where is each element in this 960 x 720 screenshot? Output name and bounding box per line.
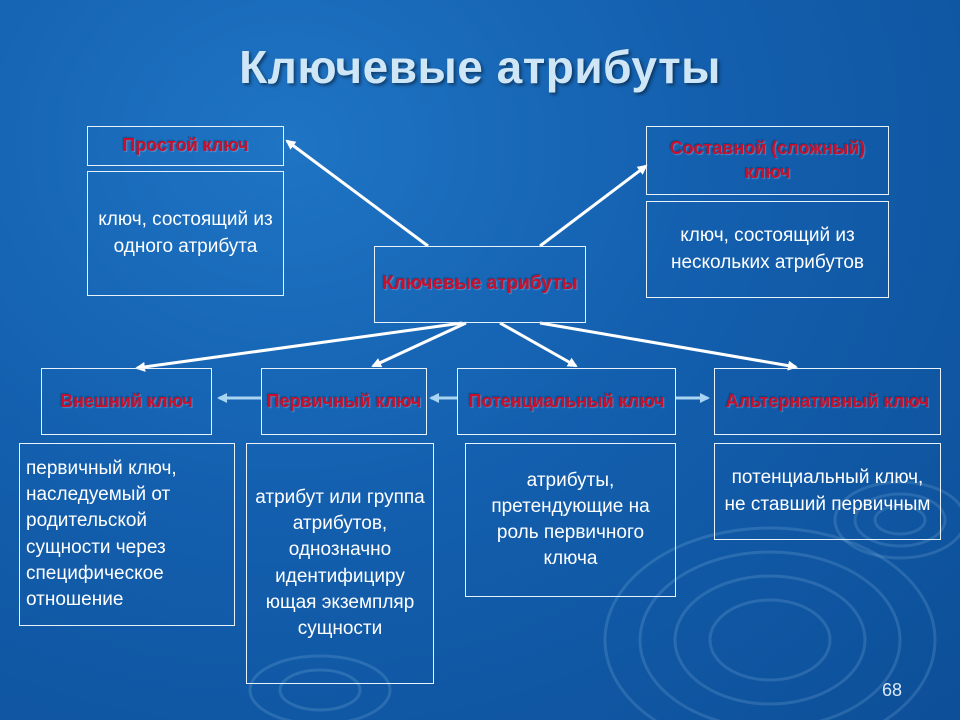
primary-key-box: Первичный ключ <box>261 368 427 435</box>
alternate-key-box: Альтернативный ключ <box>714 368 941 435</box>
primary-key-description: атрибут или группа атрибутов, однозначно… <box>255 486 425 639</box>
alternate-key-description-box: потенциальный ключ, не ставший первичным <box>714 443 941 540</box>
foreign-key-heading: Внешний ключ <box>60 390 193 411</box>
page-title: Ключевые атрибуты <box>239 41 721 93</box>
candidate-key-heading: Потенциальный ключ <box>468 390 665 411</box>
primary-key-description-box: атрибут или группа атрибутов, однозначно… <box>246 443 434 684</box>
simple-key-heading: Простой ключ <box>122 135 249 156</box>
foreign-key-box: Внешний ключ <box>41 368 212 435</box>
page-number: 68 <box>881 680 902 700</box>
arrow-to-composite-key <box>539 164 648 248</box>
arrow-to-simple-key <box>285 139 429 248</box>
alternate-key-heading: Альтернативный ключ <box>725 390 930 411</box>
arrow-to-alternate-key <box>539 321 798 371</box>
primary-key-heading: Первичный ключ <box>266 390 422 411</box>
foreign-key-description: первичный ключ, наследуемый от родительс… <box>26 457 177 610</box>
simple-key-description: ключ, состоящий из одного атрибута <box>98 209 273 257</box>
candidate-key-description: атрибуты, претендующие на роль первичног… <box>491 469 650 570</box>
composite-key-description-box: ключ, состоящий из нескольких атрибутов <box>646 201 889 298</box>
composite-key-description: ключ, состоящий из нескольких атрибутов <box>670 225 865 273</box>
key-attributes-center-box: Ключевые атрибуты <box>374 246 586 323</box>
composite-key-heading: Составной (сложный) ключ <box>669 138 866 182</box>
center-heading: Ключевые атрибуты <box>382 273 578 295</box>
arrow-to-primary-key <box>371 321 467 368</box>
simple-key-description-box: ключ, состоящий из одного атрибута <box>87 171 284 296</box>
arrow-to-foreign-key <box>135 321 463 372</box>
composite-key-box: Составной (сложный) ключ <box>646 126 889 195</box>
arrow-to-candidate-key <box>499 321 578 368</box>
simple-key-box: Простой ключ <box>87 126 284 166</box>
candidate-key-box: Потенциальный ключ <box>457 368 676 435</box>
foreign-key-description-box: первичный ключ, наследуемый от родительс… <box>19 443 235 626</box>
candidate-key-description-box: атрибуты, претендующие на роль первичног… <box>465 443 676 597</box>
alternate-key-description: потенциальный ключ, не ставший первичным <box>724 467 931 515</box>
